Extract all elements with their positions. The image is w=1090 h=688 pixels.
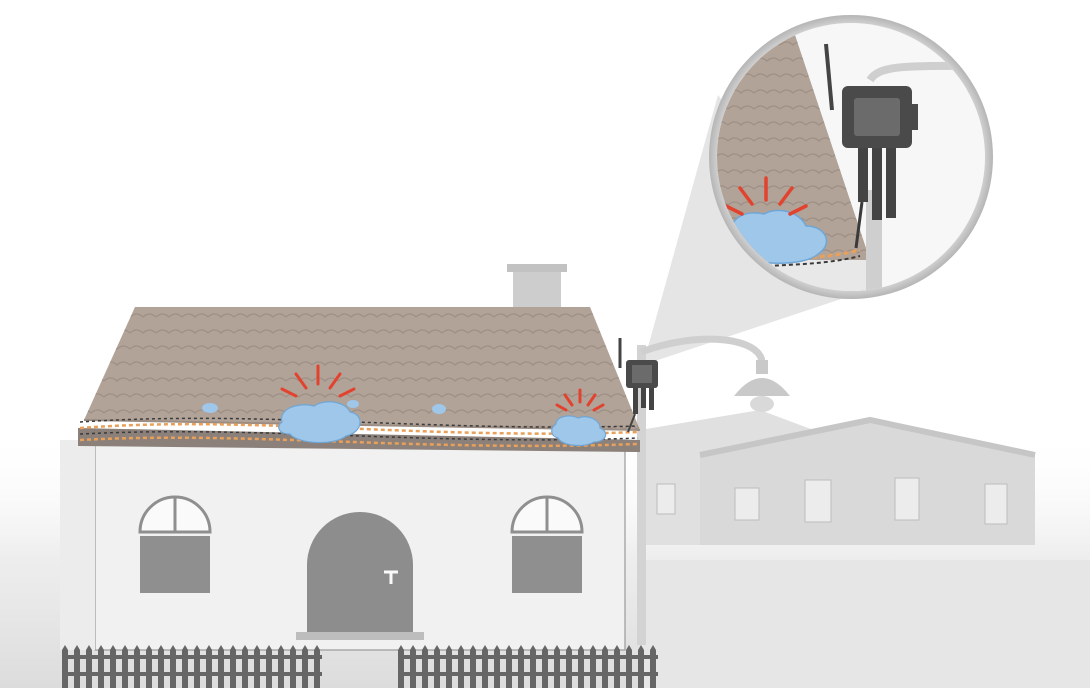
fence-picket <box>626 645 632 688</box>
fence-icon <box>62 645 658 688</box>
fence-picket <box>62 645 68 688</box>
fence-picket <box>422 645 428 688</box>
fence-picket <box>218 645 224 688</box>
fence-picket <box>158 645 164 688</box>
alert-burst-icon <box>280 364 605 412</box>
fence-picket <box>254 645 260 688</box>
fence-picket <box>518 645 524 688</box>
fence-picket <box>194 645 200 688</box>
fence-picket <box>98 645 104 688</box>
fence-picket <box>86 645 92 688</box>
fence-picket <box>74 645 80 688</box>
fence-picket <box>542 645 548 688</box>
street-lamp-icon <box>637 335 790 645</box>
fence-picket <box>494 645 500 688</box>
fence-rail <box>398 672 658 676</box>
fence-picket <box>134 645 140 688</box>
fence-picket <box>566 645 572 688</box>
fence-picket <box>230 645 236 688</box>
wireless-controller-icon <box>618 338 658 433</box>
chimney-icon <box>507 264 567 310</box>
fence-picket <box>446 645 452 688</box>
fence-picket <box>398 645 404 688</box>
fence-picket <box>470 645 476 688</box>
fence-picket <box>182 645 188 688</box>
fence-picket <box>482 645 488 688</box>
snow-melt-puddle-icon <box>202 400 607 447</box>
fence-picket <box>146 645 152 688</box>
door-icon <box>296 512 424 640</box>
fence-rail <box>62 672 322 676</box>
fence-picket <box>290 645 296 688</box>
fence-picket <box>314 645 320 688</box>
fence-picket <box>458 645 464 688</box>
fence-picket <box>266 645 272 688</box>
fence-picket <box>278 645 284 688</box>
roof-tiles-icon <box>83 307 641 431</box>
fence-picket <box>614 645 620 688</box>
fence-picket <box>578 645 584 688</box>
fence-picket <box>410 645 416 688</box>
fence-picket <box>206 645 212 688</box>
fence-picket <box>242 645 248 688</box>
fence-picket <box>554 645 560 688</box>
fence-picket <box>170 645 176 688</box>
fence-picket <box>122 645 128 688</box>
window-icon <box>138 495 584 593</box>
magnifier-callout-icon <box>709 15 993 299</box>
fence-picket <box>506 645 512 688</box>
fence-rail <box>62 655 322 659</box>
fence-picket <box>302 645 308 688</box>
fence-picket <box>434 645 440 688</box>
fence-picket <box>638 645 644 688</box>
fence-rail <box>398 655 658 659</box>
fence-picket <box>110 645 116 688</box>
fence-picket <box>602 645 608 688</box>
fence-picket <box>530 645 536 688</box>
fence-picket <box>590 645 596 688</box>
fence-picket <box>650 645 656 688</box>
